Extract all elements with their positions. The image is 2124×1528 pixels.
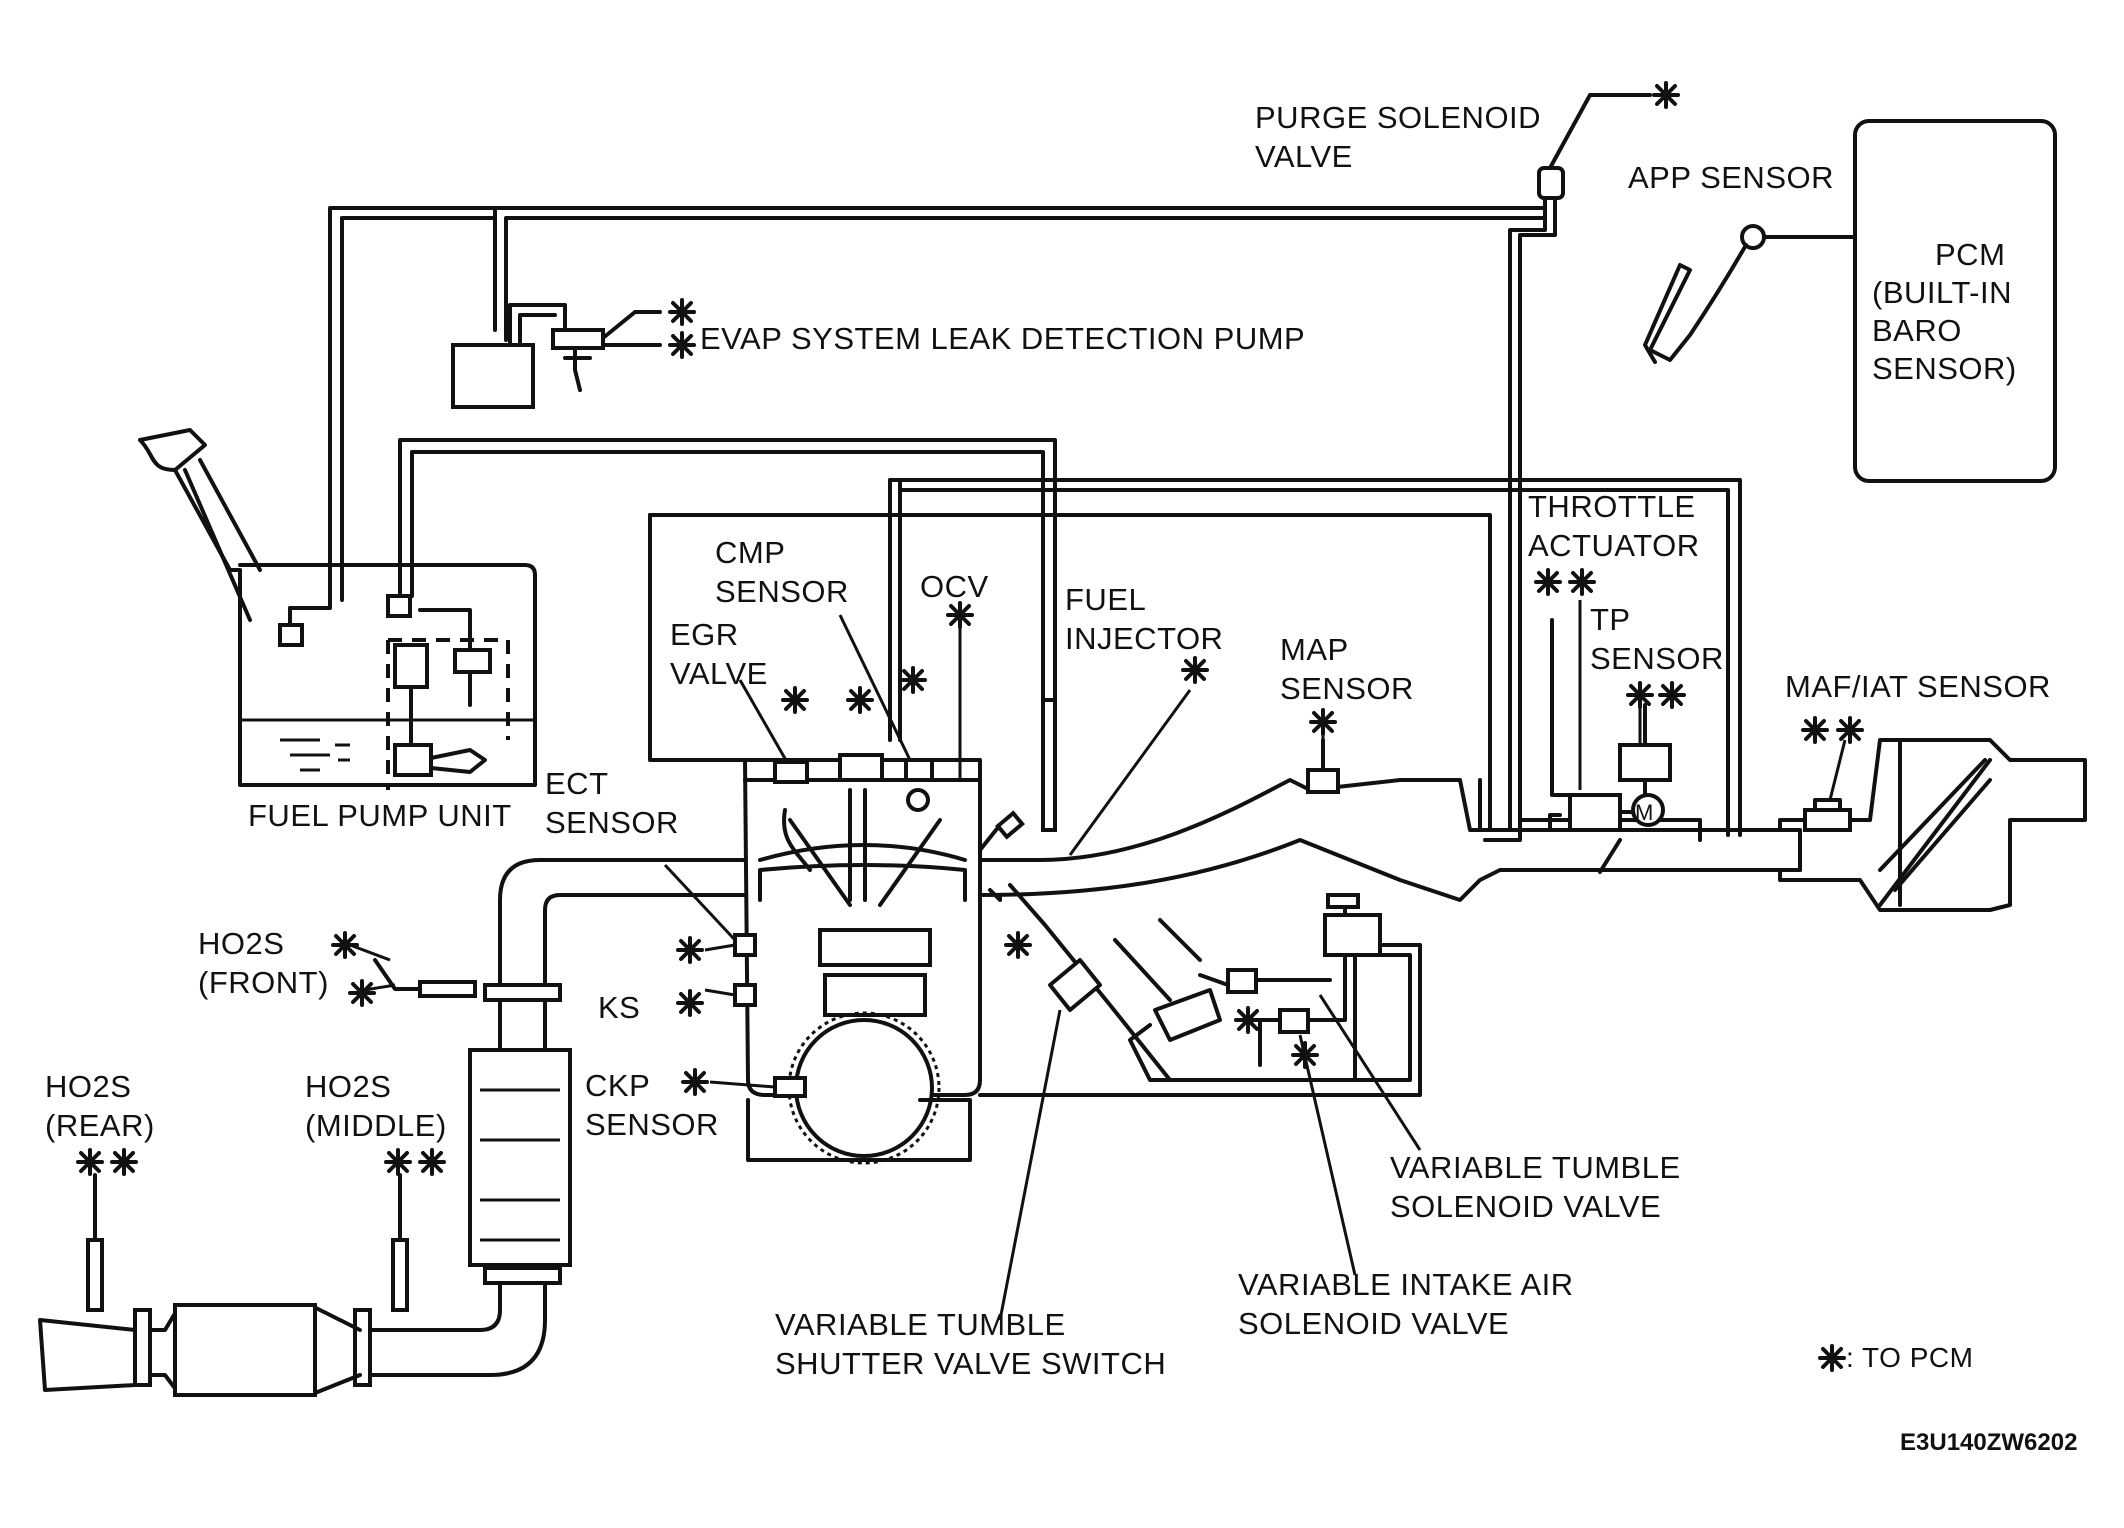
ho2s-middle-body [391, 1173, 409, 1312]
ckp-sensor-body [773, 1076, 807, 1098]
maf-iat-sensor-label: MAF/IAT SENSOR [1785, 669, 2051, 704]
fuel-injector-label-2: INJECTOR [1065, 621, 1223, 656]
ho2s-front-body [373, 958, 477, 998]
cmp-sensor-label: CMP [715, 535, 785, 570]
asterisk-icon [676, 989, 704, 1017]
pcm-module: PCM (BUILT-IN BARO SENSOR) [1853, 119, 2057, 483]
ckp-sensor-label-2: SENSOR [585, 1107, 719, 1142]
evap-label: EVAP SYSTEM LEAK DETECTION PUMP [700, 321, 1305, 356]
ho2s-rear-label: HO2S [45, 1069, 131, 1104]
map-sensor-label: MAP [1280, 632, 1349, 667]
asterisk-icon [899, 666, 927, 694]
asterisk-icon [1626, 681, 1654, 709]
asterisk-icon [946, 601, 974, 629]
fuel-pump-unit: FUEL PUMP UNIT [248, 438, 1057, 833]
fuel-pump-unit-label: FUEL PUMP UNIT [248, 798, 512, 833]
asterisk-icon [110, 1148, 138, 1176]
air-cleaner [1738, 738, 2087, 912]
ho2s-middle-label-2: (MIDDLE) [305, 1108, 447, 1143]
app-sensor: APP SENSOR [1628, 160, 1857, 364]
asterisk-icon [1568, 568, 1596, 596]
evap-leak-detection-pump: EVAP SYSTEM LEAK DETECTION PUMP [551, 310, 1305, 392]
asterisk-icon [348, 979, 376, 1007]
asterisk-icon [76, 1148, 104, 1176]
asterisk-icon [1534, 568, 1562, 596]
throttle-body: M [1483, 618, 1702, 874]
charcoal-canister [451, 343, 535, 409]
ocv-body [904, 758, 934, 782]
purge-label-2: VALVE [1255, 139, 1353, 174]
asterisk-icon [668, 331, 696, 359]
egr-valve-label: EGR [670, 617, 739, 652]
ho2s-rear-body [86, 1173, 104, 1312]
ect-sensor-label: ECT [545, 766, 609, 801]
exhaust-system [38, 858, 747, 1397]
pcm-label: PCM [1935, 237, 2005, 272]
pcm-label-2: (BUILT-IN [1872, 275, 2012, 310]
tp-sensor-label: TP [1590, 602, 1631, 637]
asterisk-icon [1836, 716, 1864, 744]
purge-solenoid-valve: PURGE SOLENOID VALVE [1255, 93, 1652, 832]
fuel-injector [978, 698, 1057, 852]
egr-valve-body [773, 760, 809, 784]
asterisk-icon [1658, 681, 1686, 709]
engine [743, 758, 982, 1165]
asterisk-icon [668, 298, 696, 326]
variable-intake-air-solenoid-label: VARIABLE INTAKE AIR [1238, 1267, 1574, 1302]
asterisk-icon [1652, 81, 1680, 109]
variable-tumble-shutter-switch-label: VARIABLE TUMBLE [775, 1307, 1066, 1342]
variable-tumble-system [978, 883, 1422, 1097]
svg-text:M: M [1635, 800, 1654, 825]
throttle-actuator-label-2: ACTUATOR [1528, 528, 1700, 563]
map-sensor-label-2: SENSOR [1280, 671, 1414, 706]
asterisk-icon [676, 936, 704, 964]
pcm-label-4: SENSOR) [1872, 351, 2017, 386]
ho2s-middle-label: HO2S [305, 1069, 391, 1104]
ks-label: KS [598, 990, 640, 1025]
asterisk-icon [1291, 1041, 1319, 1069]
asterisk-icon [418, 1148, 446, 1176]
variable-tumble-solenoid-label: VARIABLE TUMBLE [1390, 1150, 1681, 1185]
legend-asterisk-icon [1818, 1344, 1846, 1372]
fuel-injector-label: FUEL [1065, 582, 1146, 617]
ho2s-front-label-2: (FRONT) [198, 965, 329, 1000]
pcm-markers [76, 81, 1864, 1372]
variable-tumble-solenoid-label-2: SOLENOID VALVE [1390, 1189, 1661, 1224]
asterisk-icon [1801, 716, 1829, 744]
ckp-sensor-label: CKP [585, 1068, 650, 1103]
asterisk-icon [846, 686, 874, 714]
tp-sensor-label-2: SENSOR [1590, 641, 1724, 676]
app-sensor-label: APP SENSOR [1628, 160, 1834, 195]
ocv-label: OCV [920, 569, 989, 604]
legend-label: : TO PCM [1846, 1342, 1973, 1373]
intake-manifold [978, 778, 1802, 902]
asterisk-icon [681, 1068, 709, 1096]
asterisk-icon [781, 686, 809, 714]
asterisk-icon [1004, 931, 1032, 959]
variable-tumble-shutter-switch-label-2: SHUTTER VALVE SWITCH [775, 1346, 1166, 1381]
asterisk-icon [1181, 656, 1209, 684]
fuel-tank [138, 428, 537, 787]
cmp-sensor-body [838, 753, 884, 782]
ect-sensor-label-2: SENSOR [545, 805, 679, 840]
map-sensor-body [1306, 768, 1340, 794]
asterisk-icon [1234, 1006, 1262, 1034]
ks-body [733, 983, 757, 1007]
cmp-sensor-label-2: SENSOR [715, 574, 849, 609]
asterisk-icon [384, 1148, 412, 1176]
ect-sensor-body [733, 933, 757, 957]
throttle-actuator-label: THROTTLE [1528, 489, 1696, 524]
purge-label: PURGE SOLENOID [1255, 100, 1541, 135]
variable-intake-air-solenoid-label-2: SOLENOID VALVE [1238, 1306, 1509, 1341]
pcm-label-3: BARO [1872, 313, 1962, 348]
asterisk-icon [1309, 708, 1337, 736]
ho2s-front-label: HO2S [198, 926, 284, 961]
ho2s-rear-label-2: (REAR) [45, 1108, 155, 1143]
asterisk-icon [331, 931, 359, 959]
egr-valve-label-2: VALVE [670, 656, 768, 691]
figure-code: E3U140ZW6202 [1900, 1429, 2077, 1456]
